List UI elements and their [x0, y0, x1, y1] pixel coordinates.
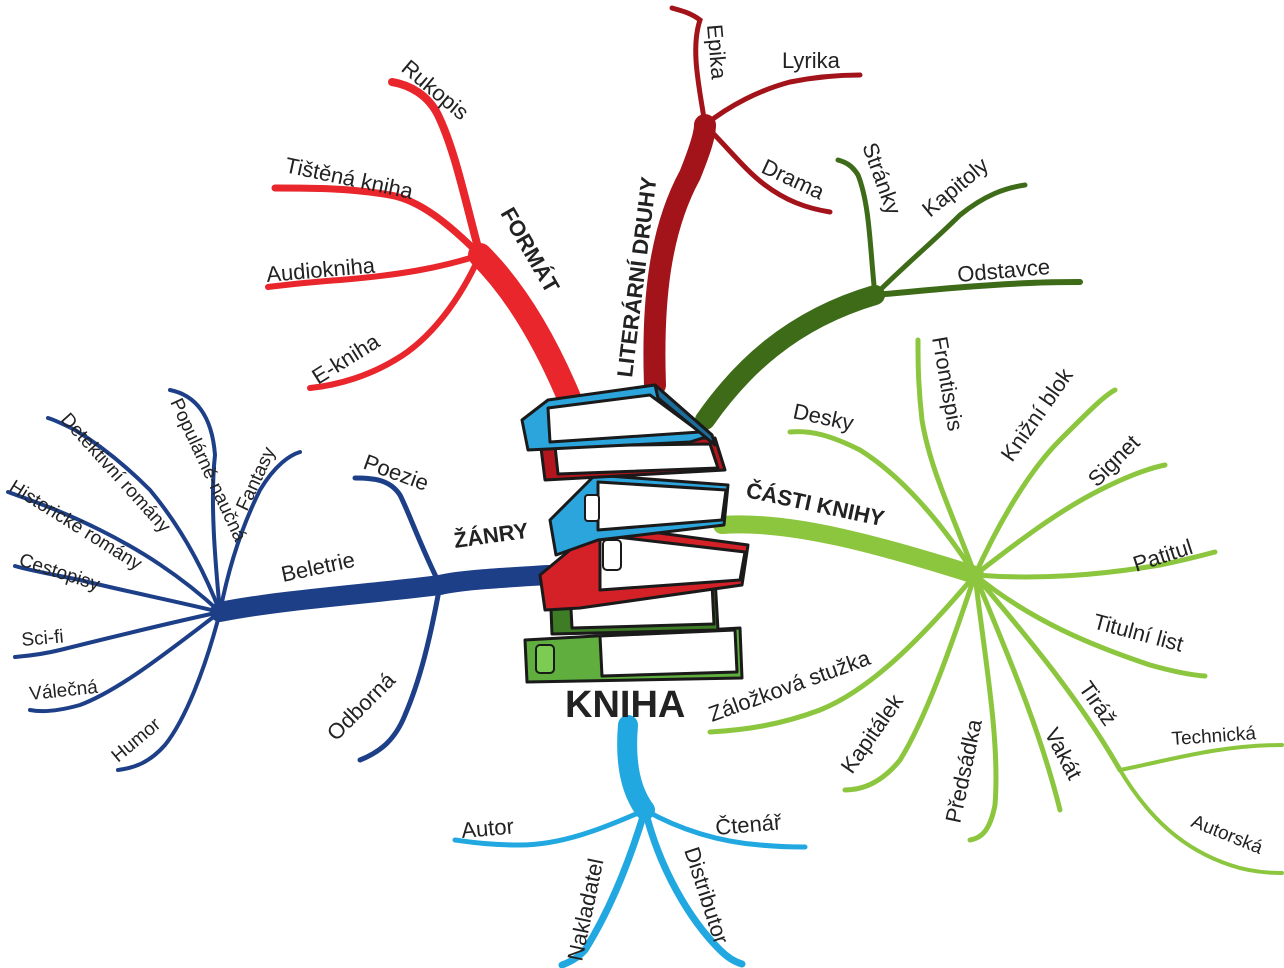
center-label: KNIHA	[565, 684, 685, 726]
leaf-nakladatel: Nakladatel	[562, 856, 608, 963]
leaf-fantasy: Fantasy	[232, 444, 280, 515]
branch-format	[265, 78, 582, 412]
branch-struktura	[695, 157, 1083, 430]
branch-role	[452, 715, 808, 968]
leaf-vakat: Vakát	[1040, 724, 1088, 784]
leaf-humor: Humor	[108, 714, 166, 767]
leaf-predsadka: Předsádka	[940, 716, 986, 825]
leaf-drama: Drama	[758, 154, 829, 205]
branch-label-zanry: ŽÁNRY	[452, 518, 530, 553]
leaf-autor: Autor	[460, 813, 515, 842]
book-stack-icon	[520, 383, 750, 684]
leaf-sci-fi: Sci-fi	[21, 626, 65, 651]
leaf-odborna: Odborná	[322, 667, 401, 746]
leaf-cestopisy: Cestopisy	[16, 550, 102, 596]
leaf-lyrika: Lyrika	[782, 48, 841, 73]
leaf-beletrie: Beletrie	[279, 547, 357, 587]
leaf-audiokniha: Audiokniha	[265, 253, 376, 287]
branch-druhy	[643, 5, 863, 396]
leaf-frontispis: Frontispis	[927, 335, 968, 433]
leaf-tistena-kniha: Tištěná kniha	[283, 152, 416, 204]
leaf-ctenar: Čtenář	[714, 809, 783, 840]
leaf-epika: Epika	[702, 23, 732, 81]
leaf-tiraz: Tiráž	[1074, 677, 1122, 731]
branch-casti	[707, 337, 1284, 875]
branch-zanry	[6, 388, 558, 772]
leaf-distributor: Distributor	[679, 844, 734, 947]
leaf-kapitoly: Kapitoly	[917, 152, 993, 221]
leaf-patitul: Patitul	[1130, 534, 1196, 577]
leaf-knizni-blok: Knižní blok	[996, 363, 1079, 466]
